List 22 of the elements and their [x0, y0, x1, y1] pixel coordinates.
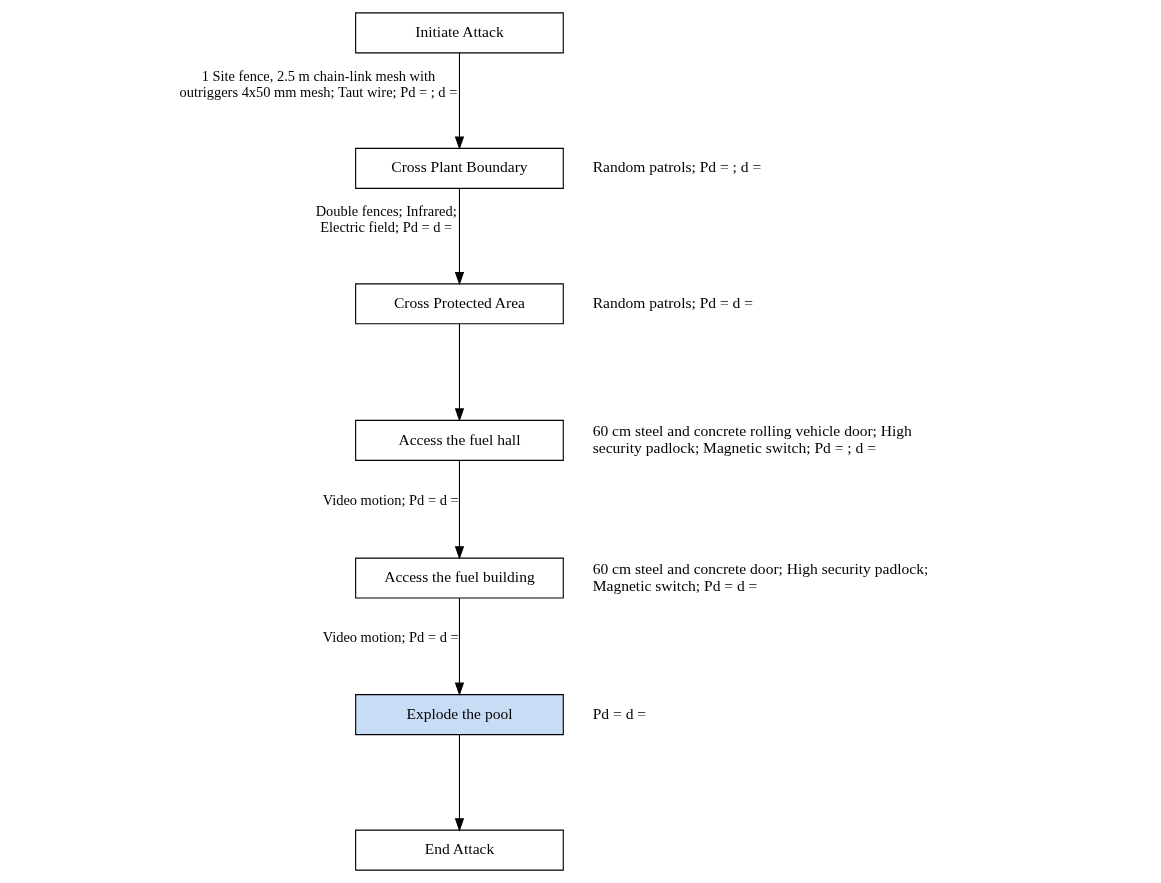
node-label: 60 cm steel and concrete door; High security padlock; Magnetic switch; Pd = d = [592, 559, 929, 594]
node-label: Pd = d = [592, 704, 647, 722]
node-box: Initiate Attack [355, 12, 564, 54]
node-box: End Attack [355, 829, 564, 871]
arrow [454, 188, 465, 286]
node-box: Explode the pool [355, 694, 564, 736]
node-label: Random patrols; Pd = ; d = [592, 158, 762, 176]
arrow [454, 52, 465, 150]
edge-label: Video motion; Pd = d = [322, 492, 459, 509]
arrow [454, 734, 465, 832]
node-box: Access the fuel building [355, 557, 564, 599]
arrow [454, 597, 465, 696]
arrow [454, 323, 465, 422]
node-box: Access the fuel hall [355, 419, 564, 461]
node-box: Cross Plant Boundary [355, 147, 564, 189]
edge-label: Double fences; Infrared; Electric field; Pd = d = [315, 203, 457, 236]
edge-label: Video motion; Pd = d = [322, 629, 459, 646]
node-label: Random patrols; Pd = d = [592, 293, 754, 311]
node-box: Cross Protected Area [355, 283, 564, 325]
node-label: 60 cm steel and concrete rolling vehicle door; High security padlock; Magnetic switch; Pd = ; d = [592, 422, 912, 456]
arrow [454, 460, 465, 560]
edge-label: 1 Site fence, 2.5 m chain-link mesh with outriggers 4x50 mm mesh; Taut wire; Pd = ; d = [179, 68, 458, 100]
